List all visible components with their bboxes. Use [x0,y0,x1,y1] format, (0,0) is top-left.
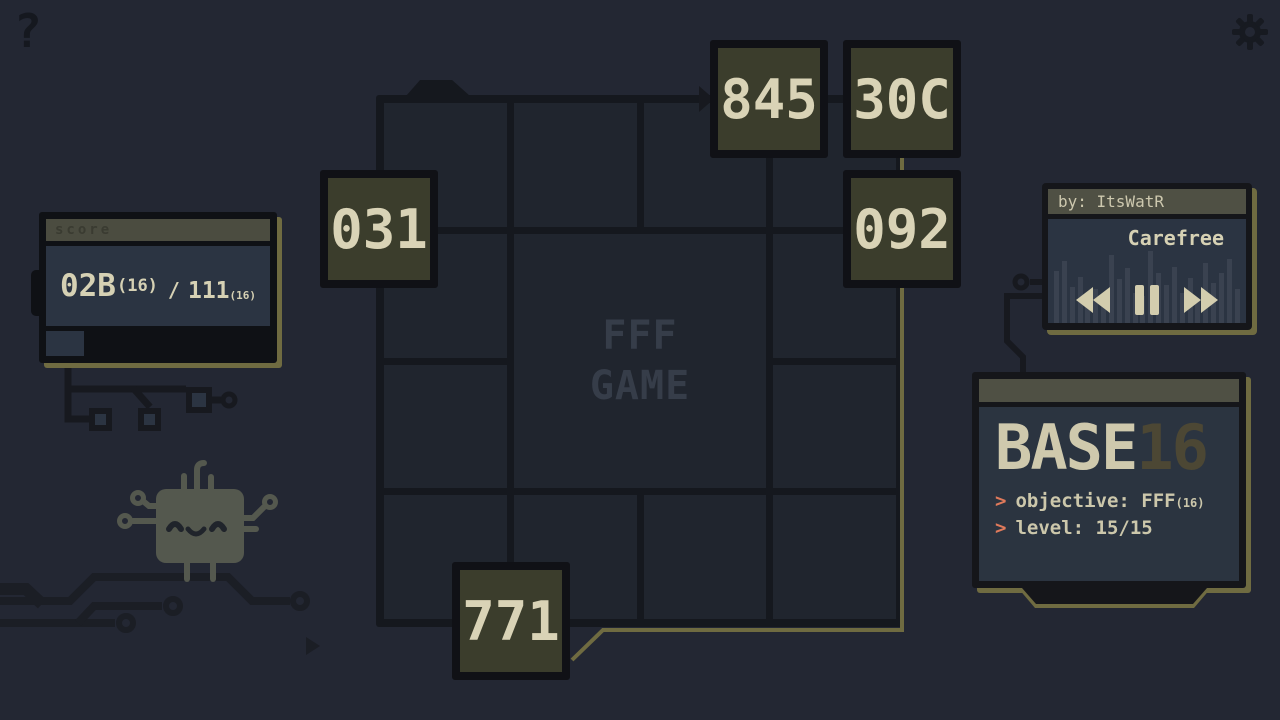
help-button[interactable]: ? [14,4,42,58]
tile-031[interactable]: 031 [320,170,438,288]
equalizer-bar [1195,301,1201,323]
score-label: score [55,222,113,238]
board-cell [773,495,896,619]
mascot-face [166,521,227,537]
equalizer-bar [1234,289,1240,323]
equalizer-bar [1171,267,1177,323]
objective-panel-header [979,379,1239,402]
chip-mascot-icon [117,460,278,582]
base16-title: BASE16 [995,417,1239,479]
score-panel-tab [31,270,40,316]
game-title-line1: FFF [602,313,678,359]
board-arrow-marker [306,637,320,655]
tile-771[interactable]: 771 [452,562,570,680]
track-title: Carefree [1127,226,1224,250]
board-arrow-marker [699,86,714,112]
board-center-cell: FFF GAME [513,233,767,489]
settings-gear-icon[interactable] [1232,14,1268,50]
equalizer-bar [1085,299,1091,323]
tile-092[interactable]: 092 [843,170,961,288]
objective-panel-body: BASE16 > objective: FFF(16) > level: 15/15 [979,407,1239,581]
score-separator: / [167,278,180,302]
level-prompt: > [995,517,1007,539]
equalizer-bar [1054,271,1059,323]
equalizer-bar [1226,259,1232,323]
music-panel-trace [1004,279,1047,376]
objective-text: objective: FFF [1015,490,1176,512]
board-cell [513,103,637,227]
music-author-bar: by: ItsWatR [1048,189,1246,214]
score-display: 02B (16) / 111 (16) [46,246,270,326]
score-current-base: (16) [116,276,158,296]
score-target-base: (16) [229,288,257,302]
music-author-label: by: ItsWatR [1058,192,1164,211]
circuit-decoration-left [0,357,310,633]
music-player-body: Carefree [1048,219,1246,323]
score-panel: score 02B (16) / 111 (16) [31,212,277,363]
equalizer-bar [1164,285,1170,323]
equalizer-bar [1219,273,1225,323]
base16-title-suffix: 16 [1136,411,1209,484]
objective-line: > objective: FFF(16) [995,489,1239,516]
equalizer-bar [1179,293,1185,323]
equalizer-bar [1124,268,1130,323]
board-cell [384,364,507,489]
score-current-value: 02B [59,268,116,304]
forward-button[interactable] [1183,285,1221,315]
score-progress-indicator [46,331,84,356]
music-player-panel: by: ItsWatR Carefree [1042,183,1252,330]
board-cell [773,364,896,489]
score-panel-header: score [46,219,270,241]
equalizer-bar [1116,279,1122,323]
circuit-node-squares [89,387,212,431]
level-text: level: 15/15 [1015,517,1153,539]
objective-panel-notch-inner [1022,588,1207,604]
tile-845[interactable]: 845 [710,40,828,158]
equalizer-bar [1061,261,1067,323]
equalizer-bar [1101,295,1107,323]
objective-panel: BASE16 > objective: FFF(16) > level: 15/15 [972,372,1246,588]
score-target-value: 111 [187,278,230,304]
objective-base: (16) [1175,496,1205,510]
board-cell [643,495,767,619]
equalizer-bar [1109,255,1115,323]
game-board: FFF GAME [376,80,904,627]
objective-prompt: > [995,490,1007,512]
equalizer-bar [1069,287,1075,323]
base16-title-main: BASE [995,411,1138,484]
rewind-button[interactable] [1073,285,1111,315]
game-title-line2: GAME [589,363,691,409]
tile-30C[interactable]: 30C [843,40,961,158]
pause-button[interactable] [1135,285,1159,315]
board-top-tab [406,80,470,96]
level-line: > level: 15/15 [995,516,1239,541]
equalizer-bar [1093,289,1099,323]
